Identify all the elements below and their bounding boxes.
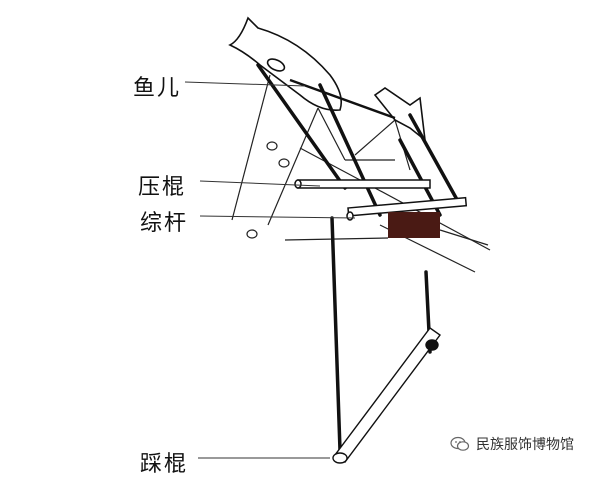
watermark: 民族服饰博物馆 [450,434,574,454]
press-rod [295,180,430,188]
pedal-rod [333,328,440,463]
label-pedal-rod: 踩棍 [140,446,188,478]
thick-bars [258,65,460,450]
label-press-rod: 压棍 [138,169,186,201]
leader-lines [185,82,355,458]
woven-fabric [388,212,440,238]
wechat-icon [450,436,470,452]
label-fish: 鱼儿 [133,70,181,102]
label-heddle-rod: 综杆 [140,205,188,237]
watermark-text: 民族服饰博物馆 [476,434,574,454]
